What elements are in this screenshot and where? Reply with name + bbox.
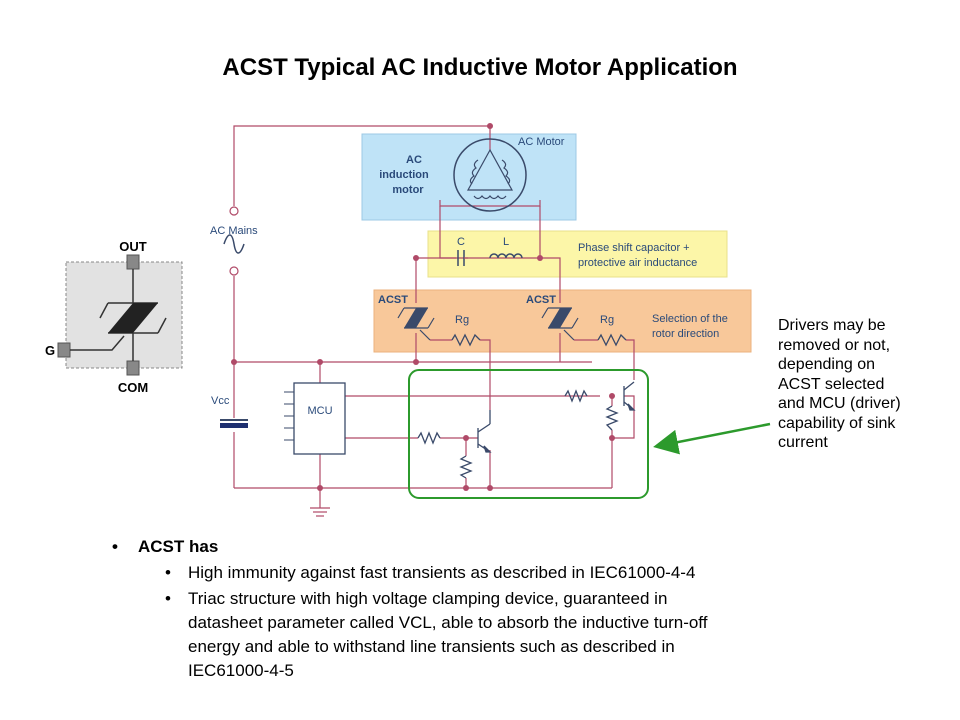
inductor-l-label: L bbox=[503, 236, 509, 248]
bullet-main: ACST has High immunity against fast tran… bbox=[110, 535, 830, 683]
capacitor-c-label: C bbox=[457, 236, 465, 248]
package-com-label: COM bbox=[118, 380, 148, 395]
phase-desc-line1: Phase shift capacitor + bbox=[578, 242, 690, 254]
phase-desc-line2: protective air inductance bbox=[578, 257, 697, 269]
motor-label-line1: AC bbox=[406, 154, 422, 166]
rg1-label: Rg bbox=[455, 314, 469, 326]
ac-mains-source: AC Mains bbox=[210, 206, 258, 276]
acst-package-symbol: OUT G COM bbox=[45, 239, 183, 395]
package-g-label: G bbox=[45, 343, 55, 358]
junction-dots bbox=[231, 123, 615, 491]
acst2-label: ACST bbox=[526, 294, 556, 306]
phase-shift-components: C L Phase shift capacitor + protective a… bbox=[457, 236, 697, 269]
bullet-sub-2-line: IEC61000-4-5 bbox=[188, 661, 294, 680]
acst-desc-line1: Selection of the bbox=[652, 313, 728, 325]
callout-line: capability of sink bbox=[778, 414, 896, 432]
acst-device-2: ACST bbox=[526, 294, 579, 341]
bullet-sub-2-line: datasheet parameter called VCL, able to … bbox=[188, 613, 708, 632]
ac-mains-label: AC Mains bbox=[210, 225, 258, 237]
bullet-sub-2: Triac structure with high voltage clampi… bbox=[138, 587, 830, 683]
vcc-label: Vcc bbox=[211, 395, 230, 407]
callout-line: and MCU (driver) bbox=[778, 395, 901, 412]
bullet-sub-1: High immunity against fast transients as… bbox=[138, 561, 830, 585]
callout-line: removed or not, bbox=[778, 336, 891, 354]
vcc-capacitor: Vcc bbox=[211, 395, 248, 428]
ac-motor-symbol: AC Motor AC induction motor bbox=[379, 136, 565, 212]
driver-transistors bbox=[477, 381, 636, 453]
bullet-sub-2-line: energy and able to withstand line transi… bbox=[188, 637, 675, 656]
bullet-sub-2-line: Triac structure with high voltage clampi… bbox=[188, 589, 668, 608]
acst1-label: ACST bbox=[378, 294, 408, 306]
callout-line: ACST selected bbox=[778, 375, 885, 393]
package-out-label: OUT bbox=[119, 239, 147, 254]
acst-desc-line2: rotor direction bbox=[652, 328, 719, 340]
mcu-chip: MCU bbox=[284, 382, 346, 455]
motor-label-line2: induction bbox=[379, 169, 429, 181]
callout-line: current bbox=[778, 434, 828, 451]
motor-caption: AC Motor bbox=[518, 136, 565, 148]
callout-line: Drivers may be bbox=[778, 317, 886, 334]
acst-device-1: ACST bbox=[378, 294, 435, 341]
bullet-list: ACST has High immunity against fast tran… bbox=[110, 535, 830, 683]
phase-shift-block bbox=[427, 230, 728, 278]
driver-callout-text: Drivers may be removed or not, depending… bbox=[778, 316, 948, 453]
motor-label-line3: motor bbox=[392, 184, 424, 196]
callout-line: depending on bbox=[778, 356, 875, 373]
rg2-label: Rg bbox=[600, 314, 614, 326]
slide-title: ACST Typical AC Inductive Motor Applicat… bbox=[222, 54, 738, 81]
mcu-label: MCU bbox=[307, 405, 332, 417]
driver-highlight-box bbox=[408, 369, 649, 499]
resistors bbox=[417, 333, 627, 479]
callout-arrow bbox=[653, 422, 771, 455]
ground-icon bbox=[310, 507, 330, 517]
